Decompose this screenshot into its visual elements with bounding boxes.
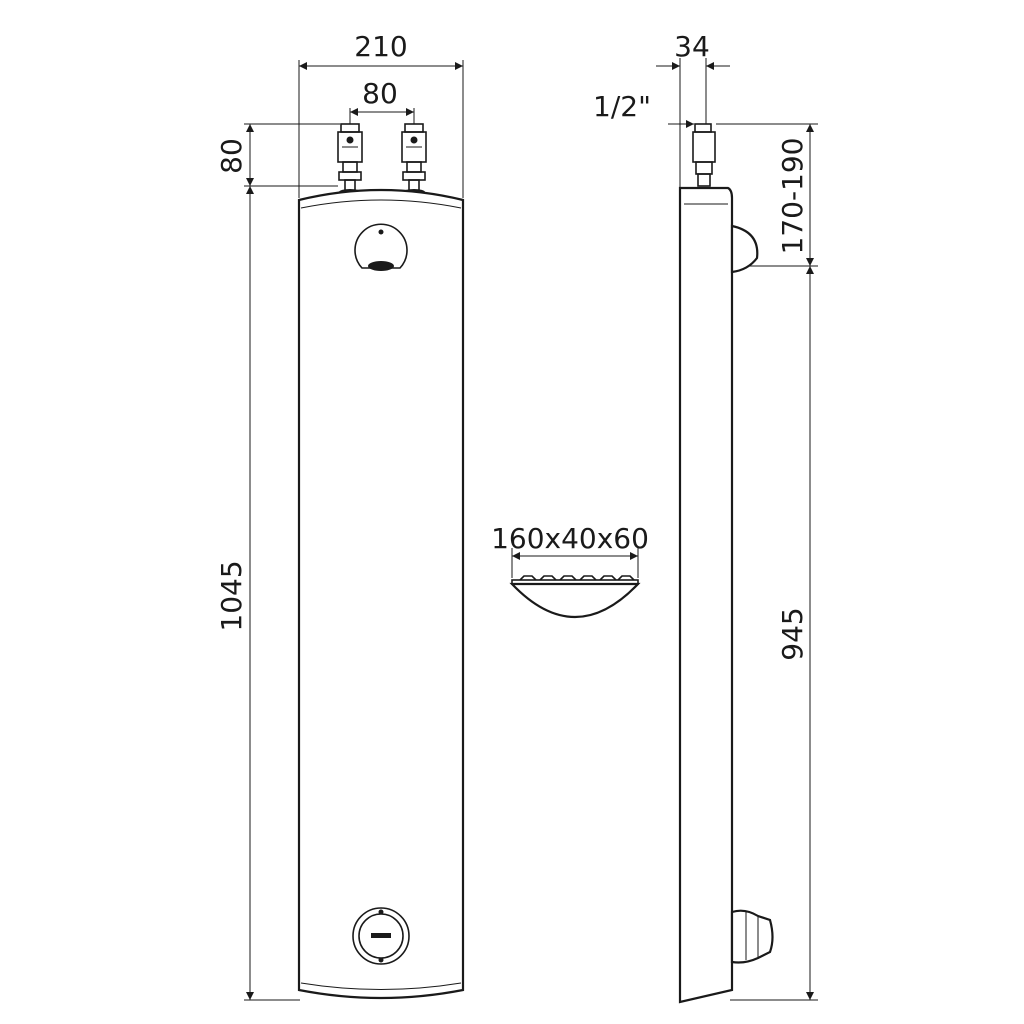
side-inlet-fitting bbox=[692, 123, 716, 187]
shower-head-detail: 160x40x60 bbox=[491, 522, 649, 618]
side-panel-body bbox=[678, 186, 734, 1004]
shower-head-side bbox=[730, 224, 759, 274]
dimension-overall-width: 210 bbox=[298, 30, 464, 198]
side-view: 34 1/2" 170-190 945 bbox=[593, 30, 818, 1004]
dimension-inlet-height: 80 bbox=[215, 123, 340, 187]
dimension-inlet-spacing: 80 bbox=[349, 77, 415, 124]
shower-head-front bbox=[354, 223, 408, 271]
dimension-panel-height: 1045 bbox=[215, 186, 300, 1001]
dimension-depth: 34 bbox=[656, 30, 730, 188]
front-view: 210 80 80 1045 bbox=[215, 30, 465, 1001]
dimension-thread: 1/2" bbox=[593, 90, 694, 128]
depth-label: 34 bbox=[674, 30, 710, 63]
left-inlet-fitting bbox=[337, 123, 363, 195]
head-size-label: 160x40x60 bbox=[491, 522, 649, 555]
push-button-front bbox=[352, 907, 410, 965]
dimension-head-height: 170-190 bbox=[716, 123, 818, 267]
inlet-height-label: 80 bbox=[215, 138, 248, 174]
right-inlet-fitting bbox=[401, 123, 427, 195]
overall-width-label: 210 bbox=[354, 30, 407, 63]
dimension-button-height: 945 bbox=[730, 266, 818, 1001]
inlet-spacing-label: 80 bbox=[362, 77, 398, 110]
front-panel-body bbox=[297, 188, 465, 1000]
thread-label: 1/2" bbox=[593, 90, 651, 123]
button-height-label: 945 bbox=[776, 607, 809, 660]
panel-height-label: 1045 bbox=[215, 560, 248, 631]
push-button-side bbox=[730, 909, 774, 964]
head-height-label: 170-190 bbox=[776, 138, 809, 255]
